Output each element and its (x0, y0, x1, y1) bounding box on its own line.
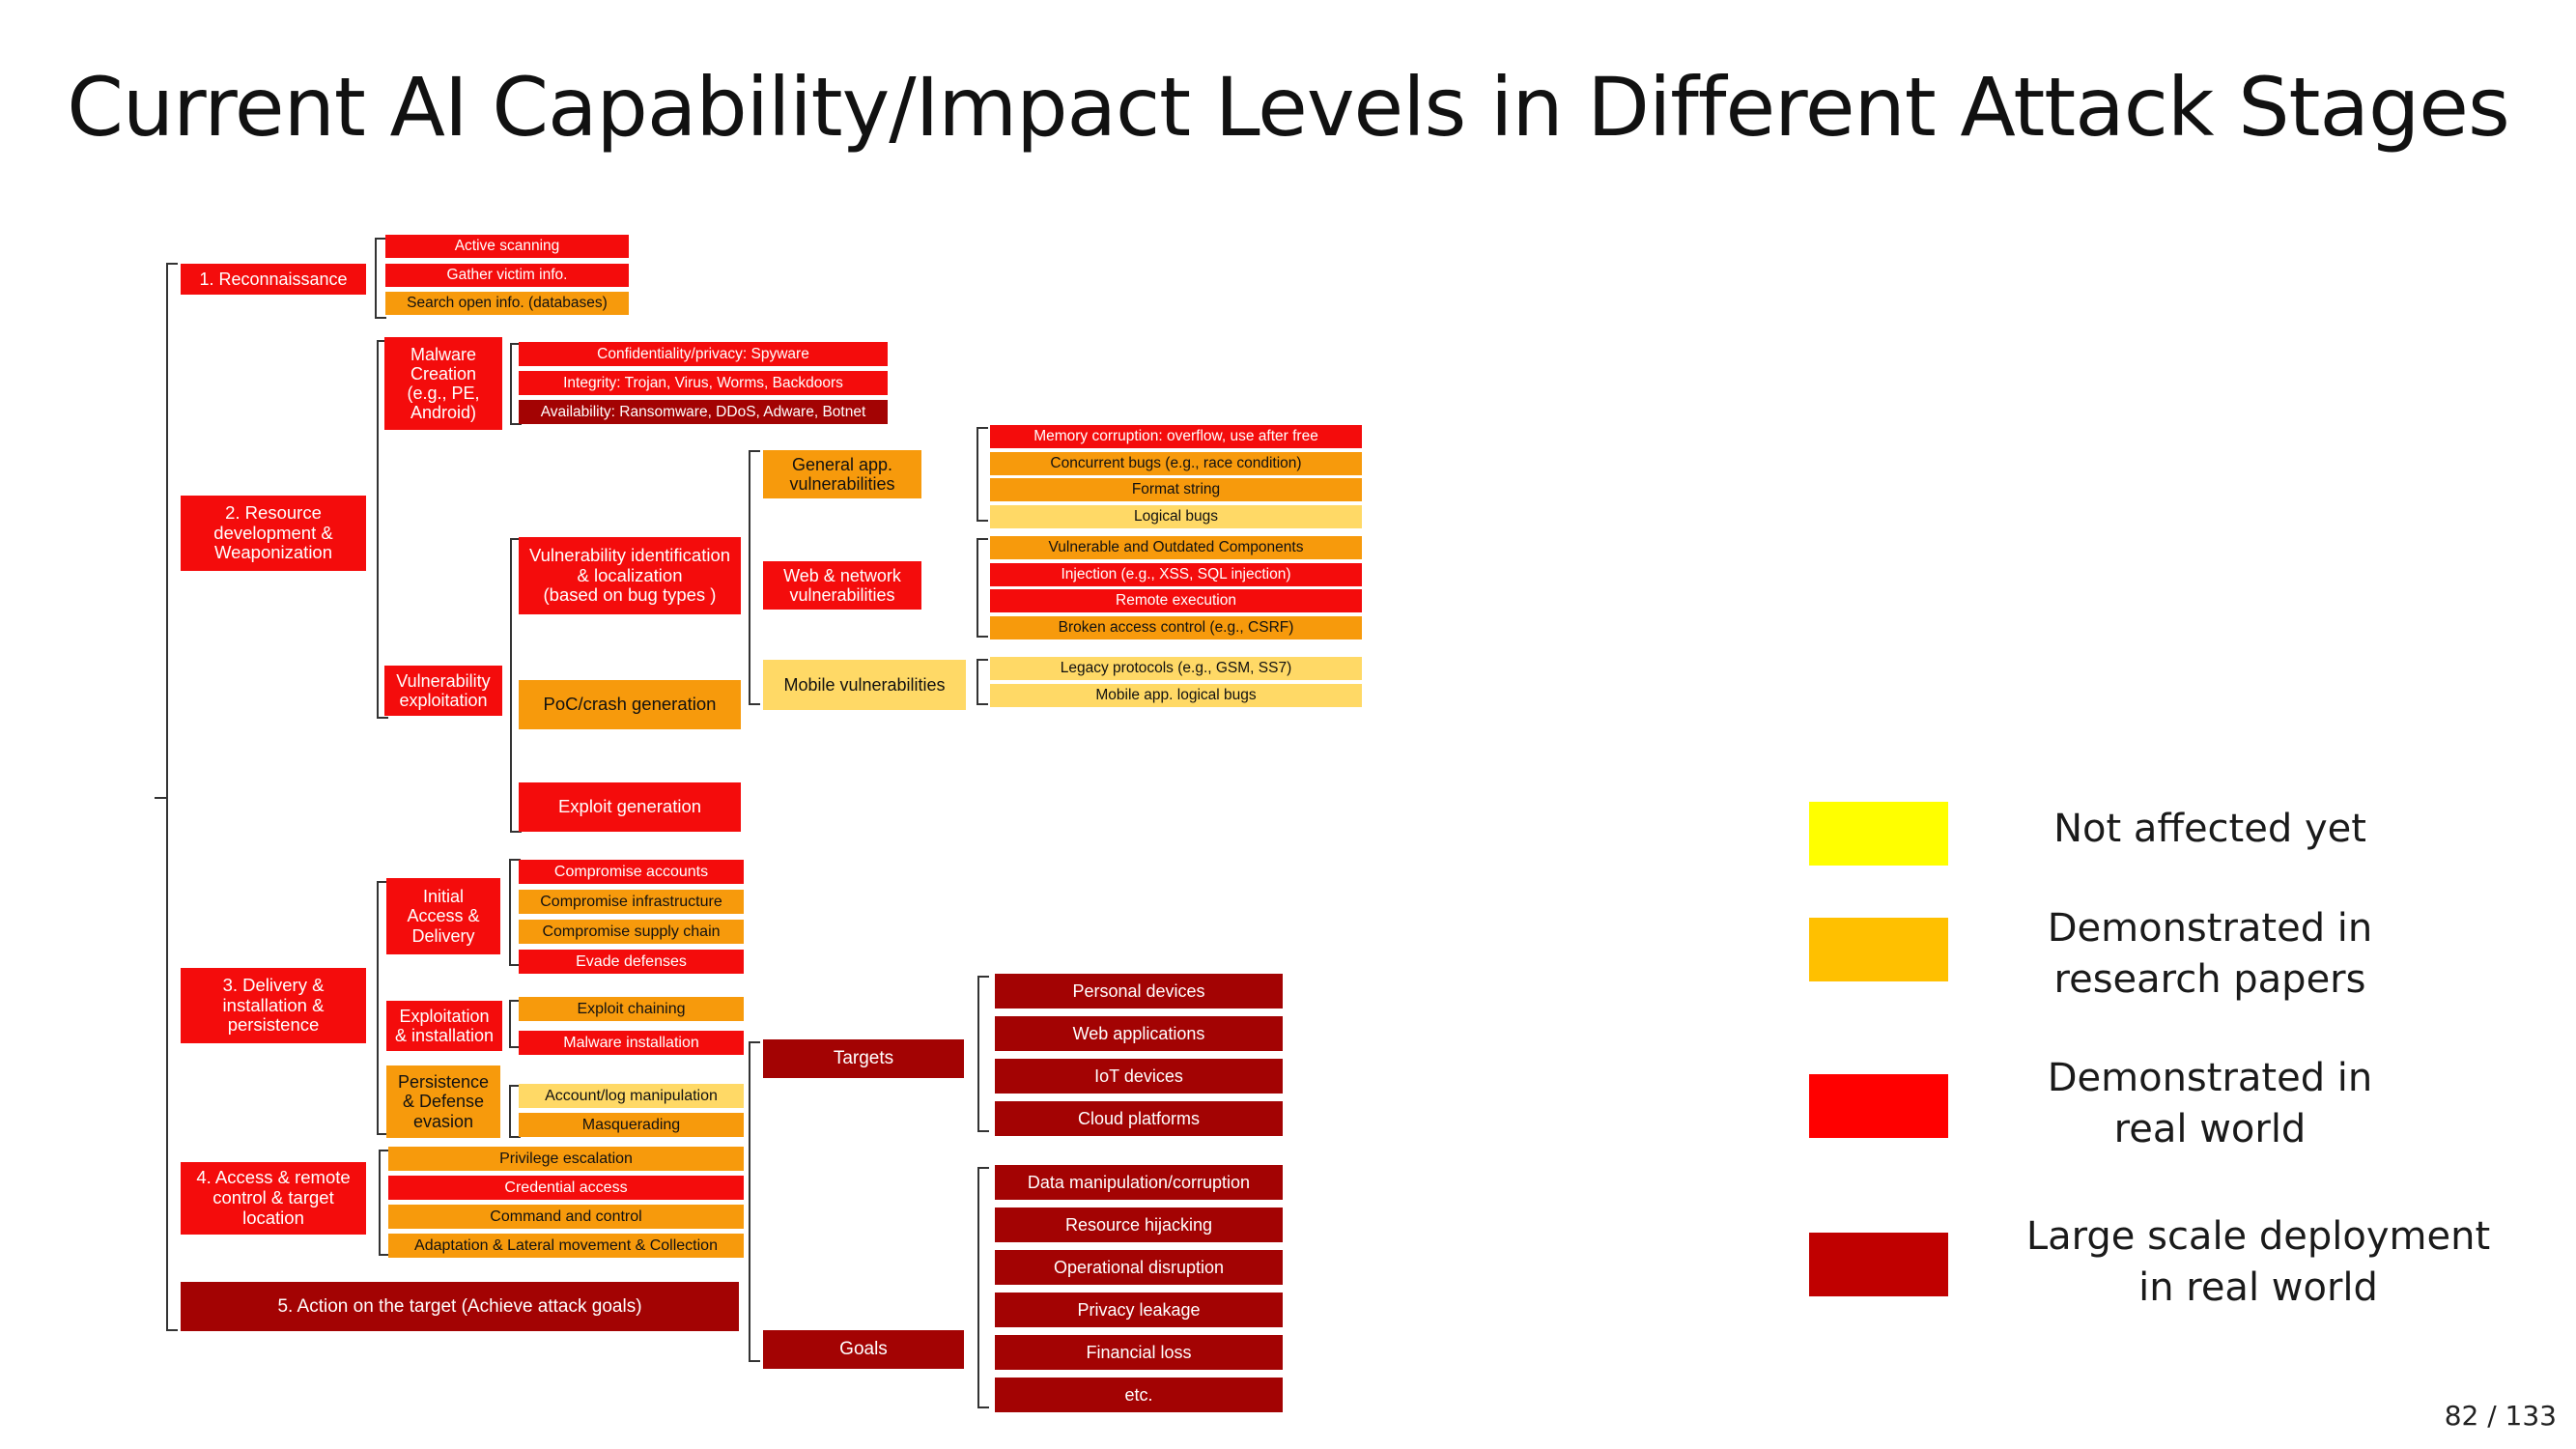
bracket-exploitation-install (509, 1000, 521, 1048)
stage-4-access-remote-control-target-location: 4. Access & remote control & target loca… (181, 1162, 366, 1235)
delivery-leaf-exploit-chaining: Exploit chaining (519, 997, 744, 1021)
sub-targets: Targets (763, 1039, 964, 1078)
bracket-initial-access (509, 859, 521, 966)
vuln-leaf-vulnerable-and-outdated-components: Vulnerable and Outdated Components (990, 536, 1362, 559)
legend-label-large-scale: Large scale deployment in real world (2025, 1214, 2491, 1310)
malware-item-integrity-trojan-virus-worms-backdoors: Integrity: Trojan, Virus, Worms, Backdoo… (519, 371, 888, 395)
vuln-leaf-remote-execution: Remote execution (990, 589, 1362, 612)
legend-swatch-large-scale (1809, 1233, 1948, 1296)
target-leaf-web-applications: Web applications (995, 1016, 1283, 1051)
sub-vulnerability-identification-localization-based-on-bug-types: Vulnerability identification & localizat… (519, 537, 741, 614)
malware-item-availability-ransomware-ddos-adware-botnet: Availability: Ransomware, DDoS, Adware, … (519, 400, 888, 424)
bracket-mobile-vulnerabilities (977, 659, 988, 705)
sub-exploit-generation: Exploit generation (519, 782, 741, 832)
stage-1-reconnaissance: 1. Reconnaissance (181, 264, 366, 295)
vuln-leaf-broken-access-control-e-g-csrf: Broken access control (e.g., CSRF) (990, 615, 1362, 639)
legend-label-real-world: Demonstrated in real world (2047, 1056, 2373, 1151)
root-tick (155, 797, 166, 799)
vuln-leaf-memory-corruption-overflow-use-after-free: Memory corruption: overflow, use after f… (990, 425, 1362, 448)
sub-initial-access-delivery: Initial Access & Delivery (386, 878, 500, 954)
stage-5-action-on-the-target-achieve-attack-goals: 5. Action on the target (Achieve attack … (181, 1282, 739, 1331)
recon-item-search-open-info-databases: Search open info. (databases) (385, 292, 629, 315)
bracket-goals (977, 1167, 989, 1408)
access-leaf-command-and-control: Command and control (388, 1205, 744, 1229)
bracket-access (379, 1150, 390, 1256)
goal-leaf-etc: etc. (995, 1378, 1283, 1412)
delivery-leaf-account-log-manipulation: Account/log manipulation (519, 1084, 744, 1108)
target-leaf-iot-devices: IoT devices (995, 1059, 1283, 1094)
bracket-targets (977, 976, 989, 1132)
slide-title: Current AI Capability/Impact Levels in D… (67, 60, 2509, 155)
legend-label-not-affected: Not affected yet (2053, 807, 2366, 851)
delivery-leaf-compromise-accounts: Compromise accounts (519, 860, 744, 884)
goal-leaf-data-manipulation-corruption: Data manipulation/corruption (995, 1165, 1283, 1200)
vuln-leaf-logical-bugs: Logical bugs (990, 504, 1362, 528)
recon-item-active-scanning: Active scanning (385, 235, 629, 258)
vuln-category-general-app-vulnerabilities: General app. vulnerabilities (763, 450, 921, 498)
recon-item-gather-victim-info: Gather victim info. (385, 264, 629, 287)
goal-leaf-resource-hijacking: Resource hijacking (995, 1208, 1283, 1242)
vuln-leaf-mobile-app-logical-bugs: Mobile app. logical bugs (990, 683, 1362, 707)
bracket-vuln-identification (749, 450, 760, 705)
delivery-leaf-compromise-supply-chain: Compromise supply chain (519, 920, 744, 944)
legend-label-research: Demonstrated in research papers (2047, 906, 2373, 1002)
legend-swatch-not-affected (1809, 802, 1948, 866)
stage-3-delivery-installation-persistence: 3. Delivery & installation & persistence (181, 968, 366, 1043)
vuln-leaf-concurrent-bugs-e-g-race-condition: Concurrent bugs (e.g., race condition) (990, 451, 1362, 475)
delivery-leaf-evade-defenses: Evade defenses (519, 950, 744, 974)
goal-leaf-privacy-leakage: Privacy leakage (995, 1293, 1283, 1327)
bracket-action (749, 1041, 760, 1362)
access-leaf-credential-access: Credential access (388, 1176, 744, 1200)
target-leaf-cloud-platforms: Cloud platforms (995, 1101, 1283, 1136)
sub-exploitation-installation: Exploitation & installation (386, 1001, 502, 1051)
delivery-leaf-compromise-infrastructure: Compromise infrastructure (519, 890, 744, 914)
page-number: 82 / 133 (2444, 1400, 2557, 1432)
root-bracket (166, 263, 178, 1331)
malware-item-confidentiality-privacy-spyware: Confidentiality/privacy: Spyware (519, 342, 888, 366)
delivery-leaf-malware-installation: Malware installation (519, 1031, 744, 1055)
bracket-recon (375, 238, 386, 319)
sub-vulnerability-exploitation: Vulnerability exploitation (384, 666, 502, 716)
sub-persistence-defense-evasion: Persistence & Defense evasion (386, 1065, 500, 1138)
bracket-general-app-vulnerabilities (977, 427, 988, 522)
access-leaf-privilege-escalation: Privilege escalation (388, 1147, 744, 1171)
stage-2-resource-development-weaponization: 2. Resource development & Weaponization (181, 496, 366, 571)
sub-poc-crash-generation: PoC/crash generation (519, 680, 741, 729)
access-leaf-adaptation-lateral-movement-collection: Adaptation & Lateral movement & Collecti… (388, 1234, 744, 1258)
goal-leaf-financial-loss: Financial loss (995, 1335, 1283, 1370)
bracket-persistence (509, 1085, 521, 1138)
vuln-leaf-format-string: Format string (990, 478, 1362, 501)
vuln-leaf-legacy-protocols-e-g-gsm-ss7: Legacy protocols (e.g., GSM, SS7) (990, 657, 1362, 680)
bracket-web-network-vulnerabilities (977, 538, 988, 638)
bracket-vuln-exploit (510, 538, 522, 833)
vuln-leaf-injection-e-g-xss-sql-injection: Injection (e.g., XSS, SQL injection) (990, 562, 1362, 586)
sub-goals: Goals (763, 1330, 964, 1369)
bracket-resource (377, 340, 388, 719)
goal-leaf-operational-disruption: Operational disruption (995, 1250, 1283, 1285)
bracket-malware (510, 343, 522, 425)
delivery-leaf-masquerading: Masquerading (519, 1113, 744, 1137)
legend-swatch-research (1809, 918, 1948, 981)
legend-swatch-real-world (1809, 1074, 1948, 1138)
sub-malware-creation-e-g-pe-android: Malware Creation (e.g., PE, Android) (384, 337, 502, 430)
vuln-category-mobile-vulnerabilities: Mobile vulnerabilities (763, 660, 966, 710)
target-leaf-personal-devices: Personal devices (995, 974, 1283, 1009)
bracket-delivery (377, 881, 388, 1135)
vuln-category-web-network-vulnerabilities: Web & network vulnerabilities (763, 561, 921, 610)
